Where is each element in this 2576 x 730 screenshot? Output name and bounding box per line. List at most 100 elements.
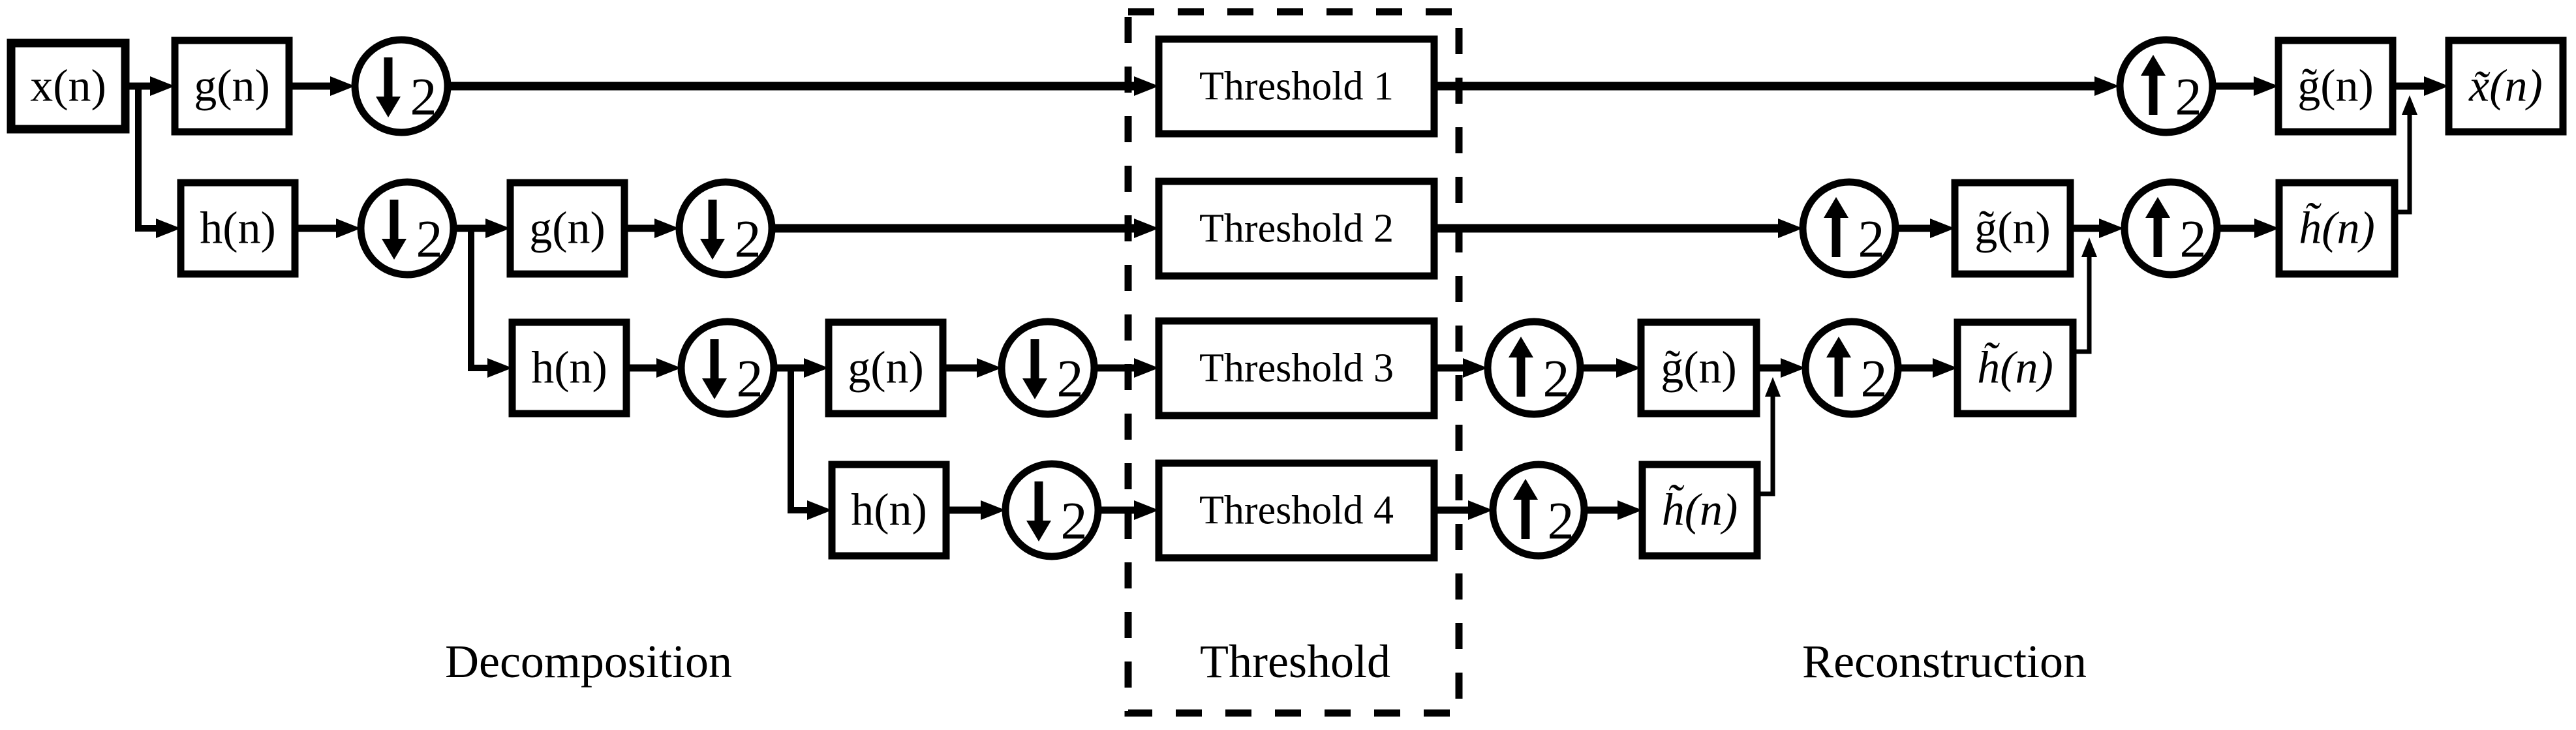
sampler-upsample-row3-a [1484, 318, 1584, 418]
sampler-factor-downsample-l2-g: 2 [735, 209, 761, 269]
edge-t2-to-up2a-arrowhead-icon [1778, 219, 1803, 238]
section-label-threshold: Threshold [1200, 635, 1390, 688]
downsample-l1-g-down-arrow-icon [376, 97, 401, 117]
sampler-factor-upsample-row1: 2 [2175, 67, 2202, 127]
box-label-threshold-4: Threshold 4 [1199, 489, 1394, 533]
box-h-rec-2 [2275, 179, 2399, 278]
edge-up2b-to-hrec2-arrowhead-icon [2254, 219, 2279, 238]
sampler-factor-downsample-l2-h: 2 [737, 349, 763, 408]
sampler-factor-upsample-row2-a: 2 [1858, 209, 1885, 269]
box-output-xn [2445, 37, 2567, 136]
edge-hrec4-up-to-row3 [1757, 397, 1775, 496]
box-label-threshold-3: Threshold 3 [1199, 346, 1394, 391]
sampler-upsample-row2-a [1799, 178, 1899, 279]
box-h-rec-3 [1954, 318, 2077, 418]
edge-t4-to-up4-arrowhead-icon [1468, 500, 1493, 520]
sampler-upsample-row2-b [2121, 178, 2221, 279]
edge-h3-to-down6-arrowhead-icon [981, 500, 1005, 520]
section-label-decomposition: Decomposition [445, 635, 732, 688]
box-threshold-4 [1155, 459, 1438, 562]
edge-up3b-to-hrec3-arrowhead-icon [1933, 358, 1957, 378]
box-label-h-rec-2: h̃(n) [2299, 204, 2375, 254]
edge-h2-to-down4-arrowhead-icon [656, 358, 681, 378]
box-label-h-l3: h(n) [851, 485, 927, 536]
box-input-xn [7, 38, 130, 134]
box-label-threshold-1: Threshold 1 [1199, 65, 1394, 109]
box-label-g-rec-2: g̃(n) [1974, 204, 2051, 254]
edge-t3-to-up3a-arrowhead-icon [1463, 358, 1488, 378]
sampler-upsample-row1 [2116, 36, 2216, 136]
upsample-row3-b-up-arrow-icon [1826, 337, 1851, 357]
box-h-l2 [508, 318, 630, 418]
box-label-h-l2: h(n) [531, 343, 607, 393]
edge-grec3-to-up3b-arrowhead-icon [1781, 358, 1805, 378]
downsample-l3-g-down-arrow-icon [1022, 378, 1047, 399]
box-label-g-l3: g(n) [848, 343, 924, 393]
edge-xn-branch-to-h1 [135, 86, 156, 232]
edge-branch-to-h2 [468, 228, 487, 371]
edge-branch-to-h3-arrowhead-icon [807, 500, 832, 520]
sampler-downsample-l1-h [357, 178, 457, 279]
edge-branch-to-h2-arrowhead-icon [487, 358, 512, 378]
box-h-l1 [177, 179, 299, 278]
edge-xn-to-g1-arrowhead-icon [150, 76, 175, 96]
edge-hrec2-up-to-row1-arrowhead-icon [2402, 95, 2417, 115]
box-label-h-l1: h(n) [200, 204, 276, 254]
sampler-upsample-row3-b [1802, 318, 1902, 418]
sampler-factor-upsample-row3-b: 2 [1861, 349, 1888, 408]
upsample-row2-b-up-arrow-icon [2145, 197, 2170, 218]
edge-up3a-to-grec3-arrowhead-icon [1616, 358, 1641, 378]
section-label-reconstruction: Reconstruction [1802, 635, 2087, 688]
sampler-upsample-row4 [1489, 461, 1588, 560]
sampler-factor-downsample-l3-h: 2 [1061, 491, 1088, 551]
edge-xn-branch-to-h1-arrowhead-icon [156, 219, 181, 238]
sampler-factor-upsample-row2-b: 2 [2180, 209, 2207, 269]
box-h-l3 [828, 461, 950, 560]
box-label-input-xn: x(n) [30, 61, 106, 112]
edge-down2-to-g2-arrowhead-icon [485, 219, 510, 238]
edge-down6-to-t4-arrowhead-icon [1134, 500, 1159, 520]
threshold-dashed-region [1124, 8, 1463, 717]
downsample-l2-g-down-arrow-icon [700, 239, 725, 260]
upsample-row1-up-arrow-icon [2141, 55, 2166, 76]
downsample-l3-h-down-arrow-icon [1026, 521, 1051, 541]
edge-hrec2-up-to-row1 [2395, 115, 2412, 215]
edge-down5-to-t3-arrowhead-icon [1134, 358, 1159, 378]
sampler-downsample-l2-h [677, 318, 778, 418]
sampler-downsample-l1-g [351, 36, 452, 136]
box-threshold-3 [1155, 317, 1438, 419]
sampler-factor-upsample-row4: 2 [1548, 491, 1574, 551]
edge-branch-to-h3 [788, 368, 807, 513]
sampler-factor-downsample-l3-g: 2 [1057, 349, 1084, 408]
sampler-downsample-l2-g [675, 178, 776, 279]
box-h-rec-4 [1638, 461, 1761, 560]
edge-hrec3-up-to-row2 [2073, 257, 2092, 354]
box-threshold-1 [1155, 35, 1438, 138]
box-label-g-rec-1: g̃(n) [2297, 61, 2374, 112]
box-g-rec-3 [1637, 318, 1760, 418]
edge-up4-to-hrec4-arrowhead-icon [1618, 500, 1642, 520]
sampler-factor-downsample-l1-g: 2 [410, 67, 437, 127]
box-label-g-l2: g(n) [529, 204, 606, 254]
edge-hrec3-up-to-row2-arrowhead-icon [2081, 237, 2097, 257]
box-label-threshold-2: Threshold 2 [1199, 207, 1394, 251]
edge-grec2-to-up2b-arrowhead-icon [2099, 219, 2124, 238]
edge-g1-to-down1-arrowhead-icon [330, 76, 355, 96]
edge-up2a-to-grec2-arrowhead-icon [1930, 219, 1955, 238]
upsample-row4-up-arrow-icon [1513, 479, 1538, 500]
box-threshold-2 [1155, 177, 1438, 280]
edge-g3-to-down5-arrowhead-icon [977, 358, 1002, 378]
edge-g2-to-down3-arrowhead-icon [654, 219, 679, 238]
box-label-g-rec-3: g̃(n) [1661, 343, 1737, 393]
box-g-l3 [825, 318, 947, 418]
box-label-g-l1: g(n) [194, 61, 270, 112]
box-g-rec-1 [2275, 37, 2397, 136]
sampler-downsample-l3-h [1002, 460, 1102, 560]
sampler-downsample-l3-g [998, 318, 1098, 418]
sampler-factor-downsample-l1-h: 2 [416, 209, 443, 269]
box-g-l1 [171, 37, 293, 136]
edge-down3-to-t2-arrowhead-icon [1134, 219, 1159, 238]
sampler-factor-upsample-row3-a: 2 [1543, 349, 1570, 408]
